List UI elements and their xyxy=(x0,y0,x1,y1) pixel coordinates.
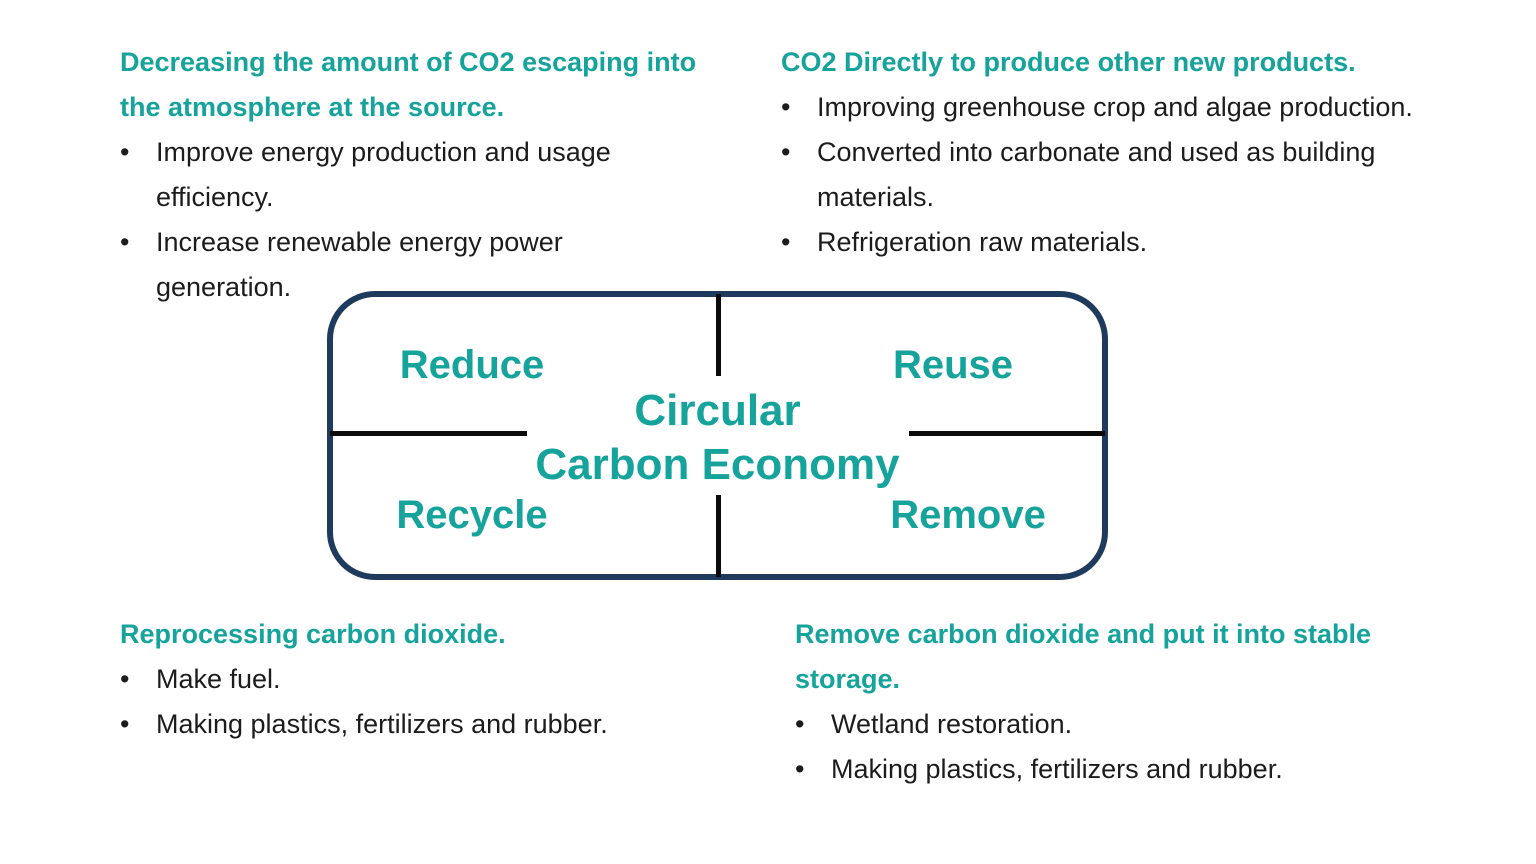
list-item-text: Converted into carbonate and used as bui… xyxy=(817,130,1461,220)
text-line: storage. xyxy=(795,664,901,694)
list-item: • Make fuel. xyxy=(120,657,760,702)
bullet-icon: • xyxy=(781,137,791,167)
text-line: Increase renewable energy power xyxy=(156,227,563,257)
list-item: • Improve energy production and usage ef… xyxy=(120,130,760,220)
text-line: Making plastics, fertilizers and rubber. xyxy=(831,754,1283,784)
recycle-description-block: Reprocessing carbon dioxide. • Make fuel… xyxy=(120,612,760,747)
list-item: • Increase renewable energy power genera… xyxy=(120,220,760,310)
text-line: Wetland restoration. xyxy=(831,709,1073,739)
list-item-text: Make fuel. xyxy=(156,657,760,702)
bullet-icon: • xyxy=(795,709,805,739)
divider-horizontal-left xyxy=(330,431,527,436)
diagram-title-line-2: Carbon Economy xyxy=(535,440,900,489)
list-item: • Wetland restoration. xyxy=(795,702,1455,747)
divider-vertical-bottom xyxy=(716,495,721,577)
list-item: • Converted into carbonate and used as b… xyxy=(781,130,1461,220)
bullet-icon: • xyxy=(795,754,805,784)
reduce-description-block: Decreasing the amount of CO2 escaping in… xyxy=(120,40,760,310)
divider-vertical-top xyxy=(716,294,721,376)
diagram-title-line-1: Circular xyxy=(634,386,801,435)
bullet-icon: • xyxy=(120,227,130,257)
text-line: Converted into carbonate and used as bui… xyxy=(817,137,1376,167)
list-item: • Making plastics, fertilizers and rubbe… xyxy=(795,747,1455,792)
quadrant-label-reduce: Reduce xyxy=(399,343,545,387)
bullet-icon: • xyxy=(120,137,130,167)
list-item-text: Improve energy production and usage effi… xyxy=(156,130,760,220)
bullet-icon: • xyxy=(781,92,791,122)
reuse-heading: CO2 Directly to produce other new produc… xyxy=(781,40,1461,85)
text-line: Reprocessing carbon dioxide. xyxy=(120,619,506,649)
quadrant-label-reuse: Reuse xyxy=(892,343,1014,387)
list-item: • Refrigeration raw materials. xyxy=(781,220,1461,265)
text-line: generation. xyxy=(156,272,292,302)
reuse-description-block: CO2 Directly to produce other new produc… xyxy=(781,40,1461,265)
text-line: Improving greenhouse crop and algae prod… xyxy=(817,92,1413,122)
quadrant-label-recycle: Recycle xyxy=(396,493,548,537)
reduce-heading: Decreasing the amount of CO2 escaping in… xyxy=(120,40,760,130)
list-item-text: Making plastics, fertilizers and rubber. xyxy=(831,747,1455,792)
text-line: Remove carbon dioxide and put it into st… xyxy=(795,619,1372,649)
list-item: • Making plastics, fertilizers and rubbe… xyxy=(120,702,760,747)
bullet-icon: • xyxy=(120,664,130,694)
list-item: • Improving greenhouse crop and algae pr… xyxy=(781,85,1461,130)
remove-description-block: Remove carbon dioxide and put it into st… xyxy=(795,612,1455,792)
text-line: Decreasing the amount of CO2 escaping in… xyxy=(120,47,697,77)
text-line: the atmosphere at the source. xyxy=(120,92,505,122)
remove-heading: Remove carbon dioxide and put it into st… xyxy=(795,612,1455,702)
text-line: Refrigeration raw materials. xyxy=(817,227,1148,257)
text-line: efficiency. xyxy=(156,182,274,212)
text-line: CO2 Directly to produce other new produc… xyxy=(781,47,1356,77)
text-line: Make fuel. xyxy=(156,664,281,694)
divider-horizontal-right xyxy=(909,431,1105,436)
list-item-text: Wetland restoration. xyxy=(831,702,1455,747)
text-line: materials. xyxy=(817,182,935,212)
list-item-text: Refrigeration raw materials. xyxy=(817,220,1461,265)
bullet-icon: • xyxy=(120,709,130,739)
recycle-heading: Reprocessing carbon dioxide. xyxy=(120,612,760,657)
diagram-title: Circular Carbon Economy xyxy=(327,384,1108,492)
quadrant-label-remove: Remove xyxy=(890,493,1046,537)
list-item-text: Making plastics, fertilizers and rubber. xyxy=(156,702,760,747)
list-item-text: Improving greenhouse crop and algae prod… xyxy=(817,85,1461,130)
bullet-icon: • xyxy=(781,227,791,257)
text-line: Improve energy production and usage xyxy=(156,137,611,167)
list-item-text: Increase renewable energy power generati… xyxy=(156,220,760,310)
text-line: Making plastics, fertilizers and rubber. xyxy=(156,709,608,739)
